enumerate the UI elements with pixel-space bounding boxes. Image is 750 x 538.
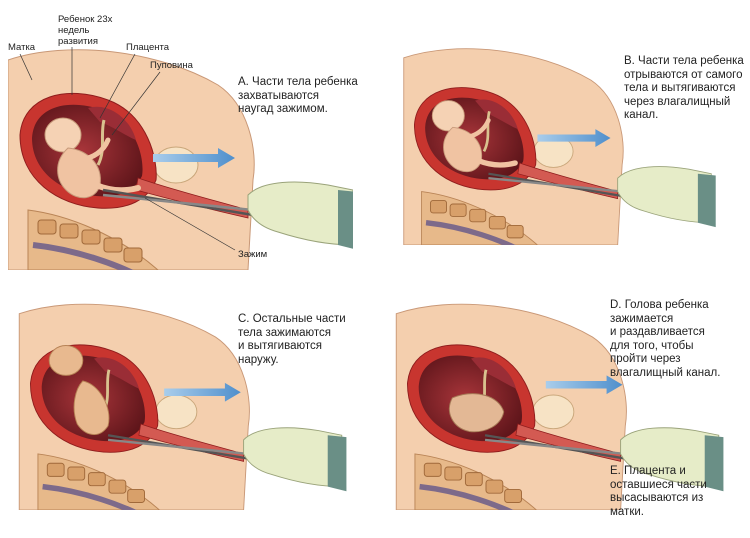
step-b-text: B. Части тела ребенка отрываются от само… xyxy=(624,55,744,121)
label-fetus: Ребенок 23х недель развития xyxy=(58,14,113,47)
panel-d-illustration xyxy=(385,295,725,510)
step-c-text: C. Остальные части тела зажимаются и выт… xyxy=(238,313,346,366)
label-uterus: Матка xyxy=(8,42,36,53)
label-clamp: Зажим xyxy=(238,249,268,260)
panel-c-illustration xyxy=(8,295,348,510)
label-placenta: Плацента xyxy=(126,42,170,53)
step-d-text: D. Голова ребенка зажимается и раздавлив… xyxy=(610,299,721,379)
step-e-text: E. Плацента и оставшиеся части высасываю… xyxy=(610,465,707,518)
label-cord: Пуповина xyxy=(150,60,193,71)
step-a-text: A. Части тела ребенка захватываются науг… xyxy=(238,76,358,115)
